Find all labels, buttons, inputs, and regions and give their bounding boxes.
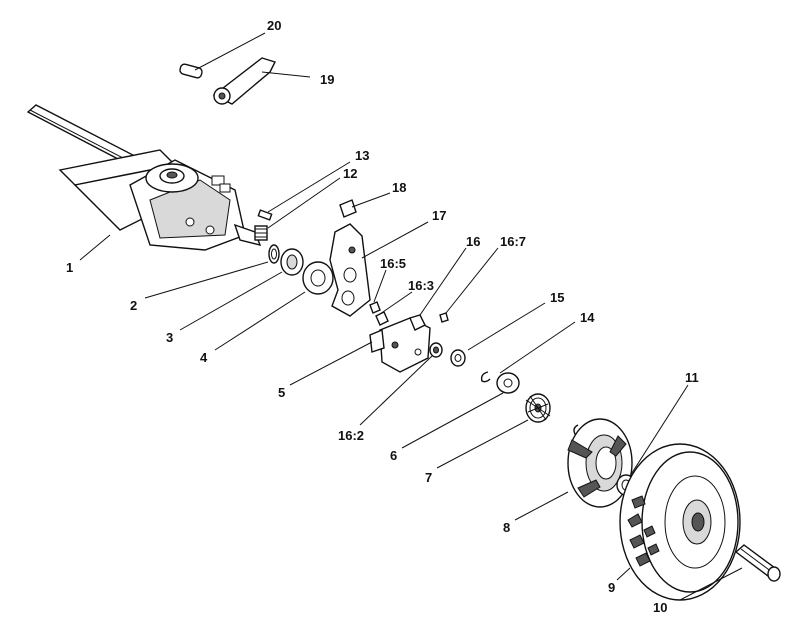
callout-13: 13	[355, 148, 369, 163]
part-17-plate	[329, 223, 371, 317]
callout-16: 16	[466, 234, 480, 249]
callout-16-5: 16:5	[380, 256, 406, 271]
callout-15: 15	[550, 290, 564, 305]
part-20-pin	[179, 63, 203, 79]
part-18-clip	[339, 199, 357, 218]
part-9-wheel	[619, 443, 741, 601]
part-19-lever	[212, 57, 276, 105]
part-16-3-nut	[375, 311, 389, 326]
callout-2: 2	[130, 298, 137, 313]
callout-4: 4	[200, 350, 208, 365]
callout-9: 9	[608, 580, 615, 595]
part-1-gearbox-shaft	[26, 104, 262, 251]
callout-11: 11	[685, 370, 699, 385]
callout-labels: 20 19 13 12 18 17 16 16:7 16:5 16:3 15 1…	[66, 18, 699, 615]
callout-14: 14	[580, 310, 595, 325]
callout-16-7: 16:7	[500, 234, 526, 249]
callout-10: 10	[653, 600, 667, 615]
part-13-key	[257, 209, 273, 221]
callout-18: 18	[392, 180, 406, 195]
part-2-ring	[268, 244, 280, 264]
callout-1: 1	[66, 260, 73, 275]
callout-20: 20	[267, 18, 281, 33]
part-12-spring	[254, 225, 268, 241]
callout-19: 19	[320, 72, 334, 87]
part-4-bushing	[302, 261, 334, 295]
part-3-washer	[280, 248, 304, 276]
callout-16-2: 16:2	[338, 428, 364, 443]
part-8-cover	[567, 418, 633, 508]
callout-16-3: 16:3	[408, 278, 434, 293]
part-15-washer	[450, 349, 466, 367]
callout-7: 7	[425, 470, 432, 485]
part-16-5-nut	[369, 301, 381, 314]
part-7-gear	[525, 393, 551, 423]
callout-8: 8	[503, 520, 510, 535]
callout-17: 17	[432, 208, 446, 223]
callout-5: 5	[278, 385, 285, 400]
part-16-7-pin	[439, 312, 449, 323]
leader-lines	[79, 32, 743, 601]
part-16-bracket	[369, 314, 431, 373]
part-16-2-bushing	[429, 342, 443, 358]
callout-6: 6	[390, 448, 397, 463]
part-6-bushing	[496, 372, 520, 394]
part-10-bolt	[734, 544, 781, 582]
callout-12: 12	[343, 166, 357, 181]
part-14-clip	[480, 371, 491, 383]
callout-3: 3	[166, 330, 173, 345]
